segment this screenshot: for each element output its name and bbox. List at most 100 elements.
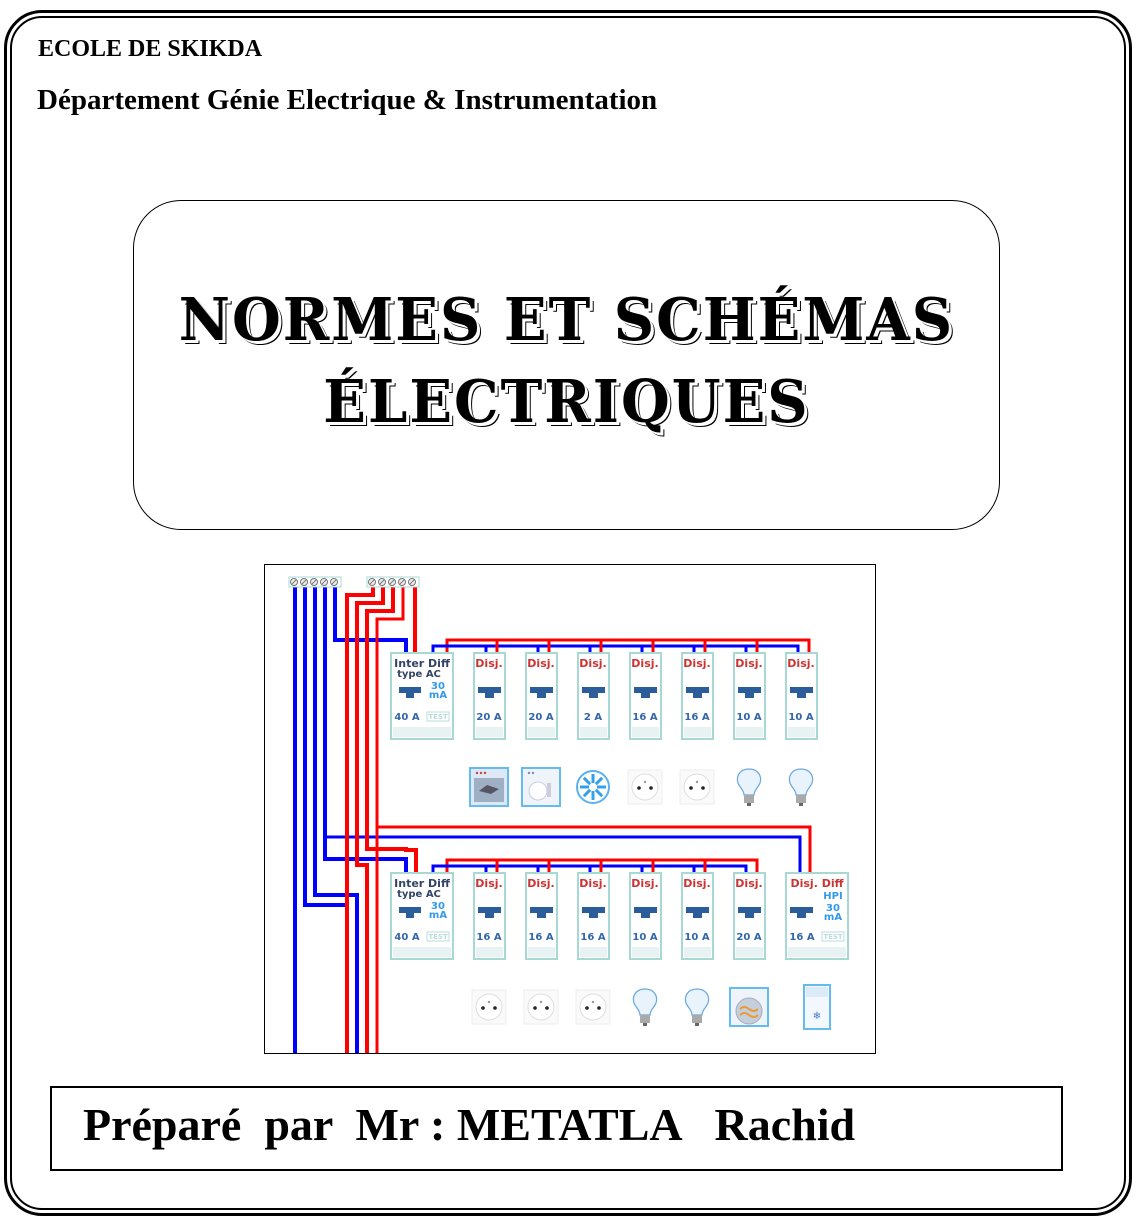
hatch	[684, 727, 711, 737]
loads: ❄	[469, 767, 831, 1030]
sensitivity-value: 30	[431, 901, 445, 912]
light-bulb-icon	[788, 768, 814, 806]
breaker-1-3: Disj. 2 A	[577, 652, 610, 740]
phase-wire	[375, 587, 405, 1053]
breaker-label: Disj.	[735, 877, 762, 890]
breaker-label: Disj.	[683, 657, 710, 670]
test-label: TEST	[428, 713, 448, 721]
breaker-label: Disj.	[787, 657, 814, 670]
rating-label: 16 A	[476, 932, 501, 943]
rating-label: 16 A	[789, 932, 814, 943]
school-name: ECOLE DE SKIKDA	[38, 36, 263, 62]
toggle-icon	[399, 687, 421, 698]
toggle-icon	[790, 907, 813, 918]
socket-icon	[523, 989, 559, 1025]
neutral-bus	[431, 644, 800, 653]
rating-label: 20 A	[528, 712, 553, 723]
socket-icon	[627, 769, 663, 805]
rating-label: 10 A	[788, 712, 813, 723]
main-switch-label: Inter Diff	[394, 657, 450, 670]
oven-icon	[469, 767, 509, 807]
toggle-icon	[738, 907, 761, 918]
sensitivity-value: 30	[826, 903, 840, 914]
rating-label: 40 A	[394, 932, 419, 943]
toggle-icon	[399, 907, 421, 918]
hatch	[788, 947, 846, 957]
hatch	[580, 727, 607, 737]
terminal-blocks	[288, 576, 420, 588]
title-box: NORMES ET SCHÉMAS ÉLECTRIQUES	[133, 200, 1000, 530]
breaker-1-7: Disj. 10 A	[785, 652, 818, 740]
author-box: Préparé par Mr : METATLA Rachid	[50, 1086, 1063, 1171]
light-bulb-icon	[684, 988, 710, 1026]
toggle-icon	[790, 687, 813, 698]
hatch	[684, 947, 711, 957]
dishwasher-icon	[521, 767, 561, 807]
rating-label: 40 A	[394, 712, 419, 723]
hatch	[580, 947, 607, 957]
hatch	[736, 727, 763, 737]
hatch	[736, 947, 763, 957]
toggle-icon	[530, 907, 553, 918]
neutral-wire	[313, 587, 359, 1053]
washing-machine-icon	[729, 987, 769, 1027]
rating-label: 16 A	[684, 712, 709, 723]
document-title-line-2: ÉLECTRIQUES	[323, 367, 810, 437]
hatch	[476, 727, 503, 737]
socket-icon	[679, 769, 715, 805]
hatch	[528, 727, 555, 737]
breaker-label: Disj.	[475, 657, 502, 670]
test-button	[821, 931, 845, 942]
rating-label: 10 A	[632, 932, 657, 943]
toggle-icon	[582, 687, 605, 698]
hatch	[393, 727, 451, 737]
rating-label: 10 A	[684, 932, 709, 943]
main-switch-type: type AC	[397, 889, 441, 900]
breaker-label: Disj.	[631, 657, 658, 670]
sensitivity-unit: mA	[429, 690, 447, 701]
test-button	[426, 931, 450, 942]
rating-label: 20 A	[476, 712, 501, 723]
freezer-icon: ❄	[803, 984, 831, 1030]
breaker-label: Disj.	[683, 877, 710, 890]
hatch	[632, 727, 659, 737]
toggle-icon	[582, 907, 605, 918]
breaker-label: Disj.	[735, 657, 762, 670]
rating-label: 16 A	[528, 932, 553, 943]
rating-label: 16 A	[580, 932, 605, 943]
breaker-1-2: Disj.20 A	[525, 652, 558, 740]
toggle-icon	[738, 687, 761, 698]
hpi-label: Disj. Diff	[790, 877, 843, 890]
hatch	[393, 947, 451, 957]
breaker-label: Disj.	[579, 877, 606, 890]
hatch	[632, 947, 659, 957]
document-title-line-1: NORMES ET SCHÉMAS	[178, 285, 955, 355]
toggle-icon	[634, 687, 657, 698]
page-border-inner	[10, 16, 1126, 1210]
breaker-1-6: Disj.10 A	[733, 652, 766, 740]
phase-wire	[365, 587, 418, 873]
sensitivity-unit: mA	[824, 912, 842, 923]
breaker-label: Disj.	[579, 657, 606, 670]
vmc-fan-icon	[576, 770, 610, 804]
phase-wire	[345, 587, 375, 1053]
rating-label: 16 A	[632, 712, 657, 723]
main-switch-label: Inter Diff	[394, 877, 450, 890]
breaker-2-2: Disj. 16 A	[525, 872, 558, 960]
breaker-2-5: Disj. 10 A	[681, 872, 714, 960]
sensitivity-unit: mA	[429, 910, 447, 921]
hatch	[788, 727, 815, 737]
main-switch-type: type AC	[397, 669, 441, 680]
rating-label: 2 A	[584, 712, 602, 723]
light-bulb-icon	[632, 988, 658, 1026]
breaker-label: Disj.	[527, 877, 554, 890]
socket-icon	[471, 989, 507, 1025]
breaker-2-3: Disj. 16 A	[577, 872, 610, 960]
wiring	[293, 587, 812, 1053]
breaker-1-5: Disj. 16 A	[681, 652, 714, 740]
